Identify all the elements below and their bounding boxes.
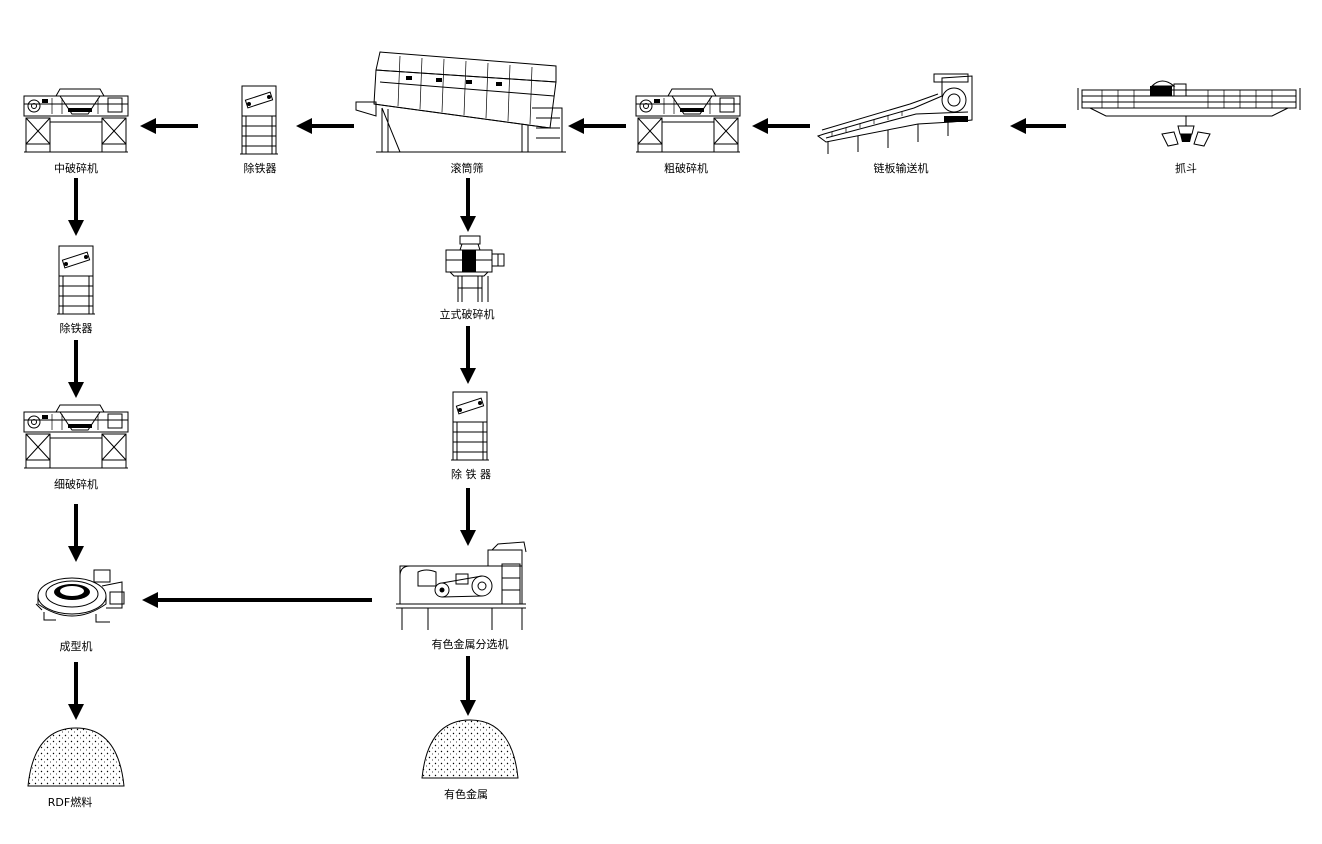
label-forming-machine: 成型机 [60, 639, 93, 653]
eddy-current-separator-icon [396, 541, 527, 630]
flow-arrow-head [1010, 118, 1026, 134]
material-pile-icon [421, 719, 519, 779]
chain-conveyor-icon [816, 73, 973, 154]
flow-arrow-head [460, 530, 476, 546]
flow-arrow-head [68, 546, 84, 562]
flow-arrow-head [296, 118, 312, 134]
label-grab: 抓斗 [1175, 161, 1197, 175]
label-medium-crusher: 中破碎机 [54, 161, 98, 175]
label-chain-conveyor: 链板输送机 [874, 161, 929, 175]
flow-arrow-head [752, 118, 768, 134]
flow-arrow-head [68, 704, 84, 720]
flow-arrow-head [460, 700, 476, 716]
shredder-icon [23, 404, 129, 469]
flow-arrow-head [68, 220, 84, 236]
label-nonferrous-metal: 有色金属 [444, 787, 488, 801]
flow-arrow-head [568, 118, 584, 134]
grab-crane-icon [1077, 80, 1301, 147]
magnetic-separator-icon [239, 85, 279, 155]
label-fine-crusher: 细破碎机 [54, 477, 98, 491]
label-vertical-crusher: 立式破碎机 [440, 307, 495, 321]
vertical-crusher-icon [445, 235, 505, 302]
label-rdf-fuel: RDF燃料 [48, 795, 92, 809]
shredder-icon [635, 88, 741, 153]
magnetic-separator-icon [450, 391, 490, 461]
flow-arrow-head [142, 592, 158, 608]
flow-arrow-head [460, 368, 476, 384]
trommel-screen-icon [355, 51, 566, 153]
label-iron-remover-top: 除铁器 [244, 161, 277, 175]
magnetic-separator-icon [56, 245, 96, 315]
shredder-icon [23, 88, 129, 153]
label-trommel: 滚筒筛 [451, 161, 484, 175]
flow-arrows [68, 118, 1066, 720]
flow-arrow-head [68, 382, 84, 398]
label-iron-remover-mid: 除 铁 器 [451, 467, 491, 481]
label-eddy-separator: 有色金属分选机 [432, 637, 509, 651]
flow-arrow-head [140, 118, 156, 134]
material-pile-icon [27, 727, 125, 787]
pellet-mill-icon [35, 569, 125, 623]
label-iron-remover-left: 除铁器 [60, 321, 93, 335]
flow-arrow-head [460, 216, 476, 232]
label-coarse-crusher: 粗破碎机 [664, 161, 708, 175]
